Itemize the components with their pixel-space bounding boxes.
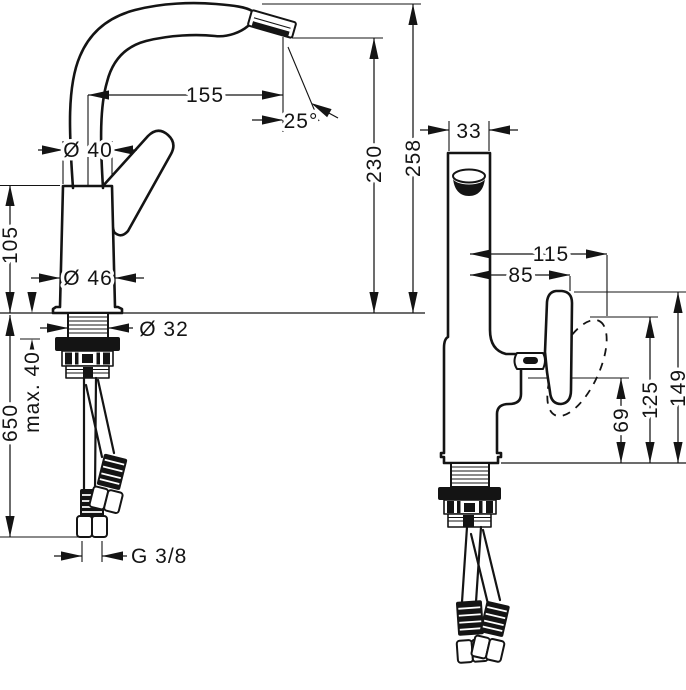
front-mounting-hardware xyxy=(55,312,120,379)
side-mounting-hardware xyxy=(438,462,501,528)
dim-spout-reach: 155 xyxy=(88,81,283,111)
dim-max-deck-thickness-label: max. 40 xyxy=(21,351,44,433)
side-supply-hoses xyxy=(455,525,510,664)
side-view: 33 115 85 149 125 xyxy=(420,117,686,664)
side-body xyxy=(439,151,523,465)
dim-spray-angle-label: 25° xyxy=(284,110,319,133)
dim-body-depth-label: 33 xyxy=(456,120,481,143)
dim-spout-pivot-height-label: 69 xyxy=(610,407,633,432)
dim-body-diameter-label: Ø 46 xyxy=(63,267,113,290)
dim-handle-top-height-label: 149 xyxy=(667,369,686,407)
dim-outlet-height-label: 230 xyxy=(363,145,386,183)
dim-overall-height-label: 258 xyxy=(402,139,425,177)
dim-spout-reach-label: 155 xyxy=(186,84,224,107)
front-faucet-body xyxy=(51,1,297,315)
dim-handle-raised-height: 125 xyxy=(636,317,666,463)
front-handle-lever xyxy=(100,129,175,237)
side-nut-marks xyxy=(447,501,493,513)
front-nut-marks xyxy=(65,352,110,365)
front-spout-inner-curve xyxy=(99,24,250,190)
dim-shank-diameter-label: Ø 32 xyxy=(139,318,189,341)
front-body-and-flange xyxy=(51,184,124,315)
dim-shank-diameter: Ø 32 xyxy=(40,315,191,345)
front-supply-hoses xyxy=(76,376,128,538)
dim-body-height-label: 105 xyxy=(0,226,22,264)
side-hose-coupling xyxy=(463,515,474,527)
front-hose-coupling xyxy=(83,367,93,378)
side-shank-thread-lines xyxy=(451,466,489,484)
side-aerator xyxy=(452,168,486,196)
dim-spout-pivot-height: 69 xyxy=(607,378,637,463)
dim-body-diameter: Ø 46 xyxy=(31,264,144,294)
side-handle-knob xyxy=(513,352,546,370)
dim-hose-length-label: 650 xyxy=(0,404,22,442)
dim-max-deck-thickness: max. 40 xyxy=(18,292,48,436)
dim-spray-angle: 25° xyxy=(252,46,339,137)
front-view: 155 25° Ø 40 Ø 46 xyxy=(0,1,429,572)
side-angled-hose-fitting xyxy=(470,601,510,663)
front-aerator-tip xyxy=(247,9,297,39)
dim-top-diameter-label: Ø 40 xyxy=(63,139,113,162)
dim-hose-length: 650 xyxy=(0,315,26,537)
front-angled-hose-fitting xyxy=(88,453,128,514)
front-spout-outer-curve xyxy=(68,1,254,190)
dim-handle-max-projection-label: 115 xyxy=(533,243,569,266)
dim-handle-front-projection: 85 xyxy=(470,261,570,291)
dim-handle-front-projection-label: 85 xyxy=(508,264,533,287)
dim-outlet-height: 230 xyxy=(360,38,390,313)
dim-overall-height: 258 xyxy=(399,4,429,313)
dim-handle-max-projection: 115 xyxy=(470,240,607,270)
front-shank-thread-lines xyxy=(68,316,108,334)
dim-body-height: 105 xyxy=(0,185,26,313)
dim-supply-thread-label: G 3/8 xyxy=(131,545,187,568)
side-seal-ring xyxy=(438,487,501,500)
dim-handle-raised-height-label: 125 xyxy=(639,381,662,419)
dim-supply-thread: G 3/8 xyxy=(54,541,190,572)
dim-handle-top-height: 149 xyxy=(664,292,686,463)
dim-body-depth: 33 xyxy=(420,117,518,147)
front-seal-ring xyxy=(55,337,120,351)
dim-top-diameter: Ø 40 xyxy=(38,136,137,166)
side-handle-blade xyxy=(543,289,574,406)
